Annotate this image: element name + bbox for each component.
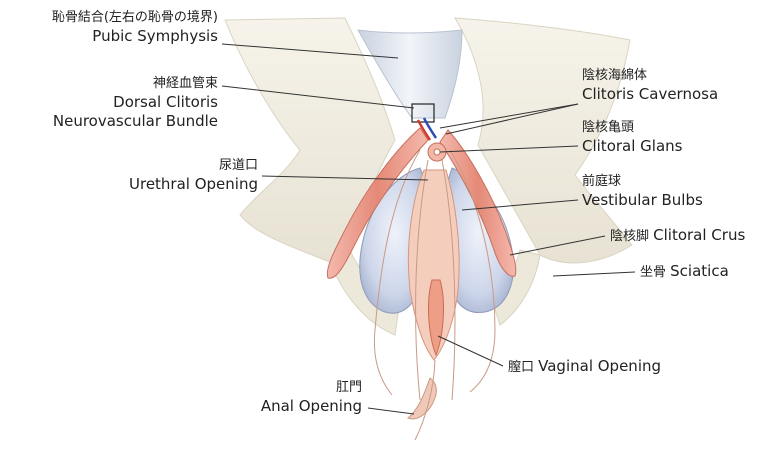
label-sciatica: 坐骨 Sciatica (640, 262, 729, 282)
label-pubic-symphysis: 恥骨結合(左右の恥骨の境界) Pubic Symphysis (52, 8, 218, 46)
label-vestibular-bulbs-en: Vestibular Bulbs (582, 191, 703, 210)
label-anal-opening-jp: 肛門 (261, 378, 362, 397)
label-vaginal-opening-jp: 膣口 (508, 360, 538, 375)
label-vestibular-bulbs: 前庭球 Vestibular Bulbs (582, 172, 703, 210)
label-clitoral-crus-jp: 陰核脚 (610, 229, 653, 244)
label-urethral-opening-jp: 尿道口 (129, 156, 258, 175)
label-urethral-opening: 尿道口 Urethral Opening (129, 156, 258, 194)
label-dorsal-bundle-en1: Dorsal Clitoris (53, 93, 218, 112)
label-vestibular-bulbs-jp: 前庭球 (582, 172, 703, 191)
label-clitoral-glans-jp: 陰核亀頭 (582, 118, 682, 137)
label-vaginal-opening: 膣口 Vaginal Opening (508, 357, 661, 377)
leader-sciatica (553, 272, 635, 276)
label-clitoral-crus-en: Clitoral Crus (653, 226, 745, 244)
label-clitoris-cavernosa: 陰核海綿体 Clitoris Cavernosa (582, 66, 718, 104)
label-clitoris-cavernosa-en: Clitoris Cavernosa (582, 85, 718, 104)
leader-anal-opening (368, 408, 414, 414)
label-urethral-opening-en: Urethral Opening (129, 175, 258, 194)
label-clitoral-crus: 陰核脚 Clitoral Crus (610, 226, 745, 246)
label-sciatica-jp: 坐骨 (640, 265, 670, 280)
urethral-opening-shape (434, 149, 440, 155)
label-clitoral-glans: 陰核亀頭 Clitoral Glans (582, 118, 682, 156)
label-sciatica-en: Sciatica (670, 262, 729, 280)
label-dorsal-bundle-en2: Neurovascular Bundle (53, 112, 218, 131)
label-pubic-symphysis-en: Pubic Symphysis (52, 27, 218, 46)
label-vaginal-opening-en: Vaginal Opening (538, 357, 661, 375)
label-anal-opening-en: Anal Opening (261, 397, 362, 416)
label-clitoris-cavernosa-jp: 陰核海綿体 (582, 66, 718, 85)
label-dorsal-bundle-jp: 神経血管束 (53, 74, 218, 93)
label-anal-opening: 肛門 Anal Opening (261, 378, 362, 416)
label-clitoral-glans-en: Clitoral Glans (582, 137, 682, 156)
label-pubic-symphysis-jp: 恥骨結合(左右の恥骨の境界) (52, 8, 218, 27)
label-dorsal-bundle: 神経血管束 Dorsal Clitoris Neurovascular Bund… (53, 74, 218, 131)
